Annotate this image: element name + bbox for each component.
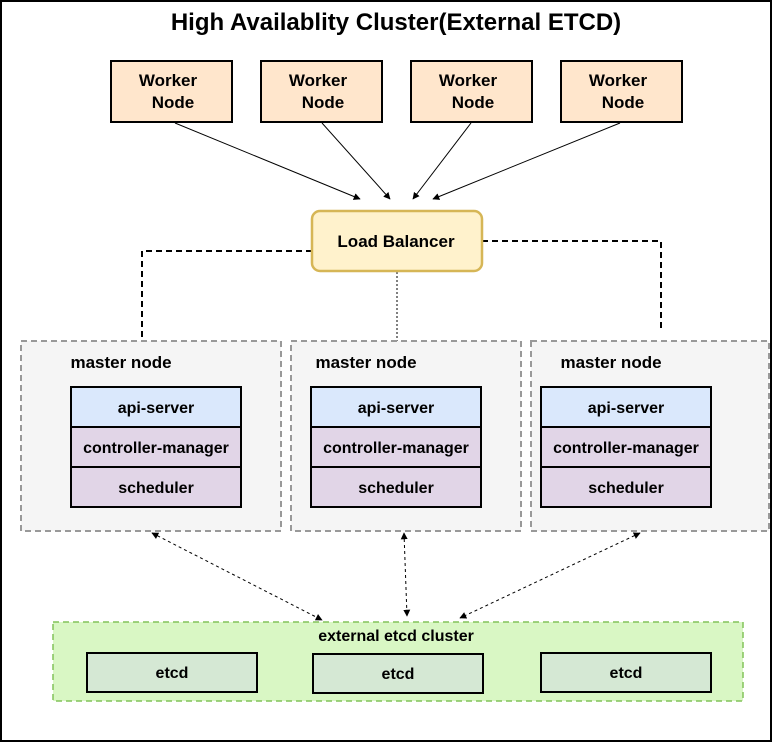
master-nodes: master node api-server controller-manage… (20, 340, 770, 532)
master-node-label: master node (315, 353, 416, 372)
worker-node-label-line2: Node (302, 93, 345, 112)
worker-node-box (410, 60, 533, 123)
api-server-label: api-server (588, 400, 665, 417)
controller-manager-box (310, 426, 482, 468)
worker-node-3: Worker Node (410, 60, 533, 123)
master-node-3: master node api-server controller-manage… (530, 340, 770, 532)
lb-connector-left (141, 250, 312, 341)
etcd-box-1 (86, 652, 258, 693)
etcd-cluster-label: external etcd cluster (318, 628, 474, 645)
worker-connector-3 (412, 122, 472, 200)
worker-node-label-line1: Worker (439, 71, 498, 90)
worker-node-label-line1: Worker (589, 71, 648, 90)
scheduler-label: scheduler (588, 480, 664, 497)
etcd-box-3 (540, 652, 712, 693)
lb-connectors (141, 240, 662, 341)
worker-connector-4 (432, 122, 621, 200)
etcd-label-1: etcd (156, 665, 189, 682)
worker-connector-1 (174, 122, 361, 200)
worker-node-box (110, 60, 233, 123)
scheduler-label: scheduler (358, 480, 434, 497)
etcd-label-3: etcd (610, 665, 643, 682)
worker-node-label-line2: Node (602, 93, 645, 112)
worker-node-2: Worker Node (260, 60, 383, 123)
etcd-connector-1 (151, 532, 323, 621)
controller-manager-label: controller-manager (323, 440, 469, 457)
controller-manager-box (70, 426, 242, 468)
worker-connector-2 (321, 122, 391, 200)
worker-node-label-line1: Worker (289, 71, 348, 90)
worker-node-box (560, 60, 683, 123)
scheduler-label: scheduler (118, 480, 194, 497)
scheduler-box (310, 466, 482, 508)
etcd-box-2 (312, 653, 484, 694)
controller-manager-label: controller-manager (553, 440, 699, 457)
api-server-box (310, 386, 482, 428)
api-server-label: api-server (358, 400, 435, 417)
worker-node-label-line2: Node (452, 93, 495, 112)
api-server-label: api-server (118, 400, 195, 417)
master-node-1: master node api-server controller-manage… (20, 340, 282, 532)
load-balancer-box (310, 209, 484, 273)
etcd-label-2: etcd (382, 666, 415, 683)
worker-node-4: Worker Node (560, 60, 683, 123)
worker-nodes: Worker Node Worker Node Worker Node Work… (110, 60, 683, 123)
api-server-box (540, 386, 712, 428)
master-node-2: master node api-server controller-manage… (290, 340, 522, 532)
scheduler-box (540, 466, 712, 508)
diagram-title: High Availablity Cluster(External ETCD) (171, 9, 621, 36)
load-balancer: Load Balancer (310, 209, 484, 273)
controller-manager-label: controller-manager (83, 440, 229, 457)
worker-node-label-line1: Worker (139, 71, 198, 90)
etcd-connectors (151, 532, 641, 621)
load-balancer-label: Load Balancer (337, 232, 455, 251)
worker-node-label-line2: Node (152, 93, 195, 112)
api-server-box (70, 386, 242, 428)
master-node-label: master node (70, 353, 171, 372)
worker-node-box (260, 60, 383, 123)
worker-connectors (174, 122, 621, 200)
etcd-cluster: external etcd cluster etcd etcd etcd (52, 621, 744, 702)
worker-node-1: Worker Node (110, 60, 233, 123)
etcd-connector-2 (400, 532, 411, 617)
master-node-label: master node (560, 353, 661, 372)
scheduler-box (70, 466, 242, 508)
